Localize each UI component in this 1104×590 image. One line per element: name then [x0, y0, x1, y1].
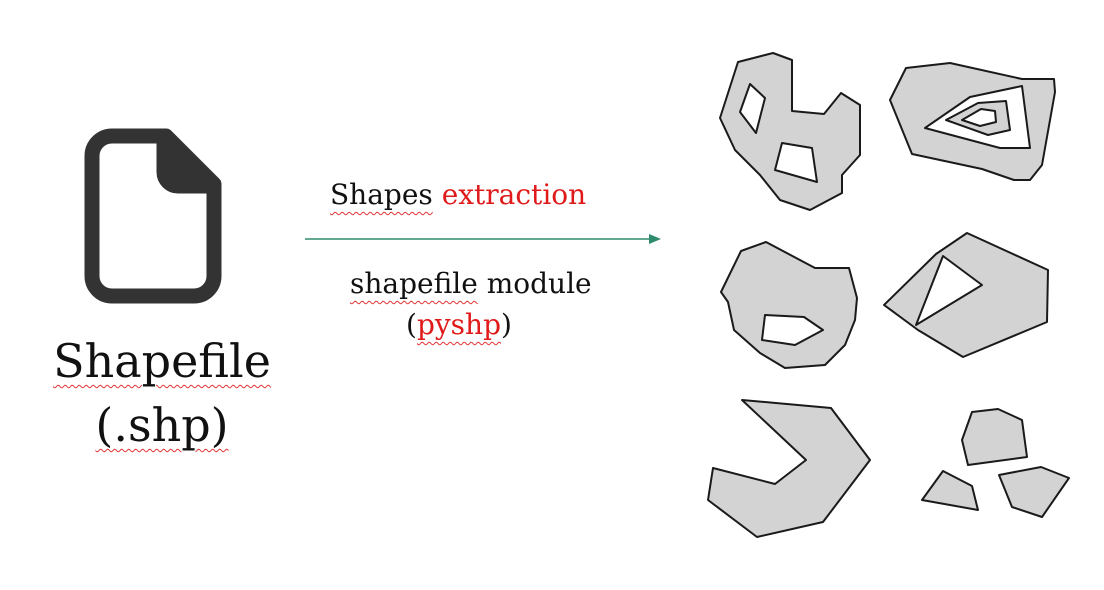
- shape-blob-holes: [719, 52, 861, 211]
- library-label: (pyshp): [406, 311, 512, 339]
- library-open-paren: (: [406, 308, 417, 341]
- shapefile-title: Shapefile: [26, 338, 298, 384]
- shape-hexagon-triangle-hole: [883, 232, 1049, 358]
- shape-contour-inner-ring: [945, 100, 1011, 136]
- library-close-paren: ): [501, 308, 512, 341]
- module-name: shapefile: [350, 267, 478, 300]
- process-label: Shapes extraction: [330, 181, 586, 209]
- shape-multipart-right: [998, 466, 1070, 518]
- shape-chevron: [707, 399, 871, 538]
- shape-multipart-top: [961, 408, 1028, 466]
- shapefile-word: Shapefile: [53, 334, 271, 388]
- shape-contour-rings: [889, 62, 1056, 181]
- module-suffix: module: [486, 267, 592, 300]
- shapes-word: Shapes: [330, 178, 433, 211]
- module-label: shapefile module: [350, 270, 592, 298]
- shape-blob-hole: [720, 241, 858, 369]
- file-icon: [84, 128, 222, 304]
- shape-multipart-left: [921, 470, 979, 511]
- shapefile-extension: (.shp): [26, 402, 298, 448]
- process-arrow: [305, 234, 661, 244]
- shp-extension: (.shp): [95, 398, 229, 452]
- library-name: pyshp: [416, 308, 502, 341]
- extraction-word: extraction: [441, 178, 587, 211]
- extracted-shapes: [707, 52, 1070, 538]
